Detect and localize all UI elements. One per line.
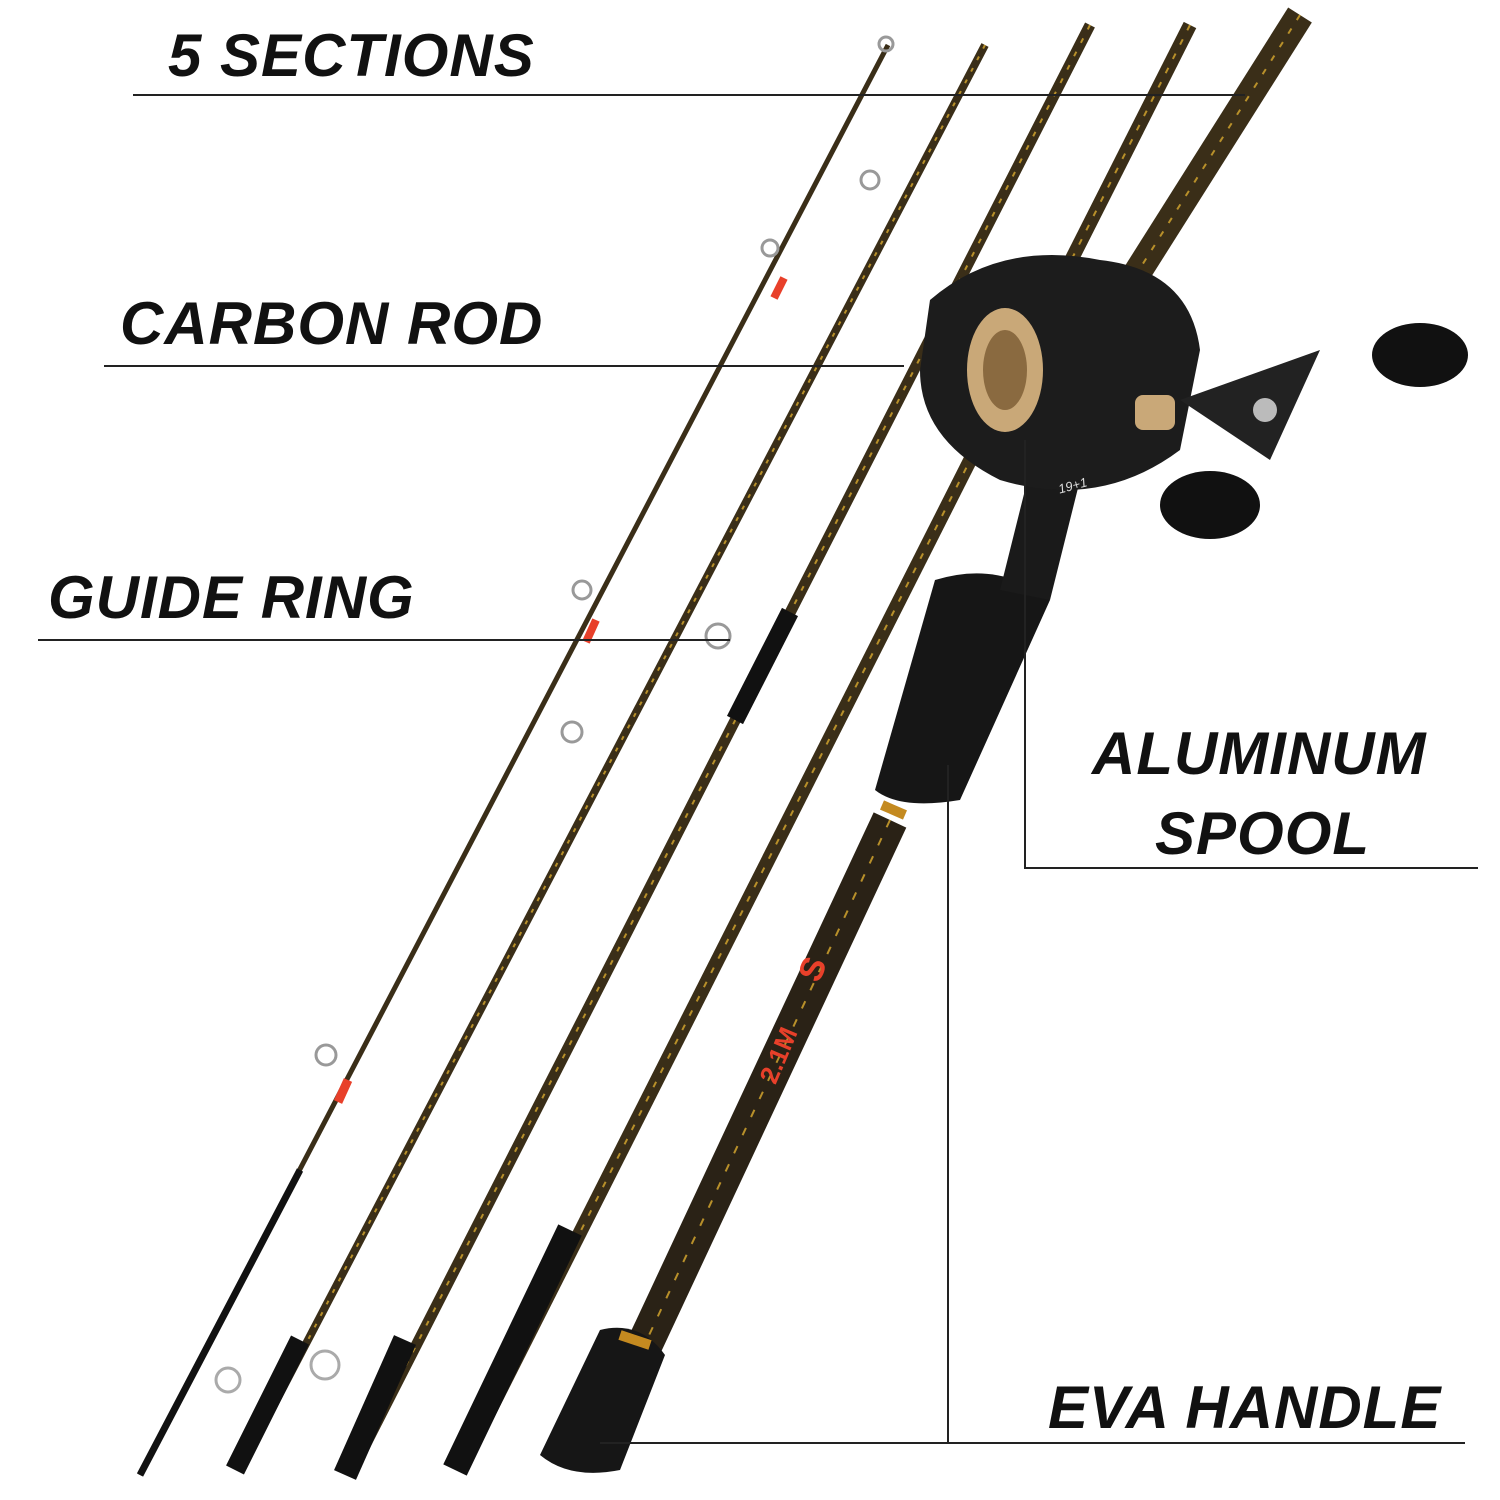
guide-ring-icon [760, 238, 780, 258]
rod-section-4 [443, 21, 1197, 1476]
leader-line [38, 639, 730, 641]
guide-ring-icon [314, 1043, 338, 1067]
label-spool: SPOOL [1155, 800, 1371, 867]
label-carbon-rod: CARBON ROD [120, 290, 544, 357]
leader-line [104, 365, 904, 367]
leader-line [1024, 867, 1478, 869]
eva-butt-grip [540, 1327, 665, 1473]
leader-line [947, 765, 949, 1443]
rod-section-2 [214, 43, 989, 1475]
rod-section-3 [309, 22, 1095, 1480]
guide-ring-icon [571, 579, 593, 601]
baitcasting-reel [920, 255, 1468, 539]
label-5-sections: 5 SECTIONS [168, 22, 535, 89]
reel-knob [1160, 471, 1260, 539]
leader-line [1024, 440, 1026, 868]
reel-knob [1372, 323, 1468, 387]
guide-ring-icon [309, 1349, 341, 1381]
rod-section-1 [136, 35, 895, 1477]
eva-fore-grip [875, 573, 1050, 804]
label-aluminum: ALUMINUM [1092, 720, 1427, 787]
rod-section-5-handle [540, 7, 1312, 1473]
label-eva-handle: EVA HANDLE [1048, 1374, 1442, 1441]
guide-ring-icon [560, 720, 584, 744]
guide-ring-icon [704, 622, 732, 650]
guide-ring-icon [214, 1366, 242, 1394]
guide-ring-icon [859, 169, 881, 191]
leader-line [600, 1442, 1465, 1444]
leader-line [133, 94, 1245, 96]
label-guide-ring: GUIDE RING [48, 564, 415, 631]
guide-ring-icon [877, 35, 895, 53]
